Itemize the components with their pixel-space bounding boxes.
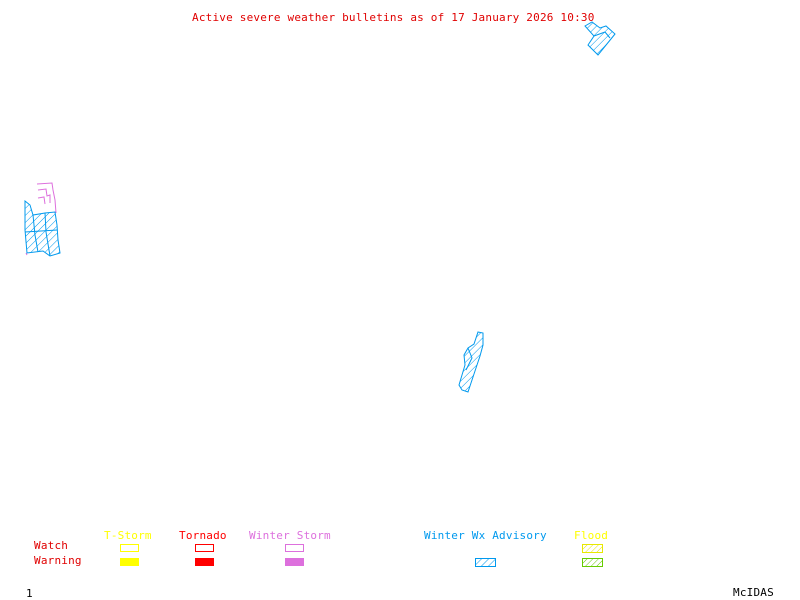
legend-tstorm-label: T-Storm bbox=[104, 529, 152, 542]
legend-winter-storm-label: Winter Storm bbox=[249, 529, 331, 542]
mcidas-brand: McIDAS bbox=[733, 586, 774, 599]
flood-watch-swatch bbox=[582, 544, 603, 553]
tornado-warning-swatch bbox=[195, 558, 214, 566]
legend-warning-label: Warning bbox=[34, 554, 82, 567]
winter-wx-advisory-area bbox=[584, 21, 616, 56]
legend-watch-label: Watch bbox=[34, 539, 69, 552]
winter-storm-watch-swatch bbox=[285, 544, 304, 552]
winter-storm-warning-swatch bbox=[285, 558, 304, 566]
tstorm-warning-swatch bbox=[120, 558, 139, 566]
legend-tornado-label: Tornado bbox=[179, 529, 227, 542]
winter-wx-advisory-area bbox=[24, 199, 61, 257]
tstorm-watch-swatch bbox=[120, 544, 139, 552]
legend-winter-wx-advisory-label: Winter Wx Advisory bbox=[424, 529, 547, 542]
legend-flood-label: Flood bbox=[574, 529, 609, 542]
winter-wx-advisory-area bbox=[458, 331, 484, 393]
map-title: Active severe weather bulletins as of 17… bbox=[192, 11, 595, 24]
tornado-watch-swatch bbox=[195, 544, 214, 552]
winter-storm-area bbox=[25, 182, 57, 256]
flood-warning-swatch bbox=[582, 558, 603, 567]
winter-wx-advisory-swatch bbox=[475, 558, 496, 567]
frame-number: 1 bbox=[26, 587, 33, 600]
